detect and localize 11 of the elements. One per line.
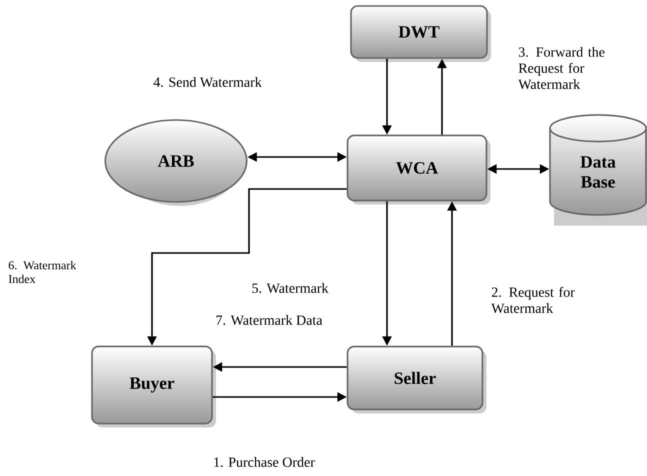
- step-label: 3. Forward the Request for Watermark: [518, 46, 604, 90]
- process-box: Buyer: [91, 346, 216, 428]
- step-label: 5. Watermark: [252, 283, 329, 293]
- process-box: WCA: [346, 134, 490, 205]
- step-label: 6. Watermark Index: [8, 260, 76, 284]
- process-box: DWT: [350, 5, 491, 62]
- step-label: 4. Send Watermark: [154, 77, 262, 87]
- step-label: 7. Watermark Data: [216, 315, 322, 325]
- step-label: 1. Purchase Order: [214, 457, 315, 467]
- process-box: Seller: [346, 346, 486, 414]
- step-label: 2. Request for Watermark: [491, 286, 575, 314]
